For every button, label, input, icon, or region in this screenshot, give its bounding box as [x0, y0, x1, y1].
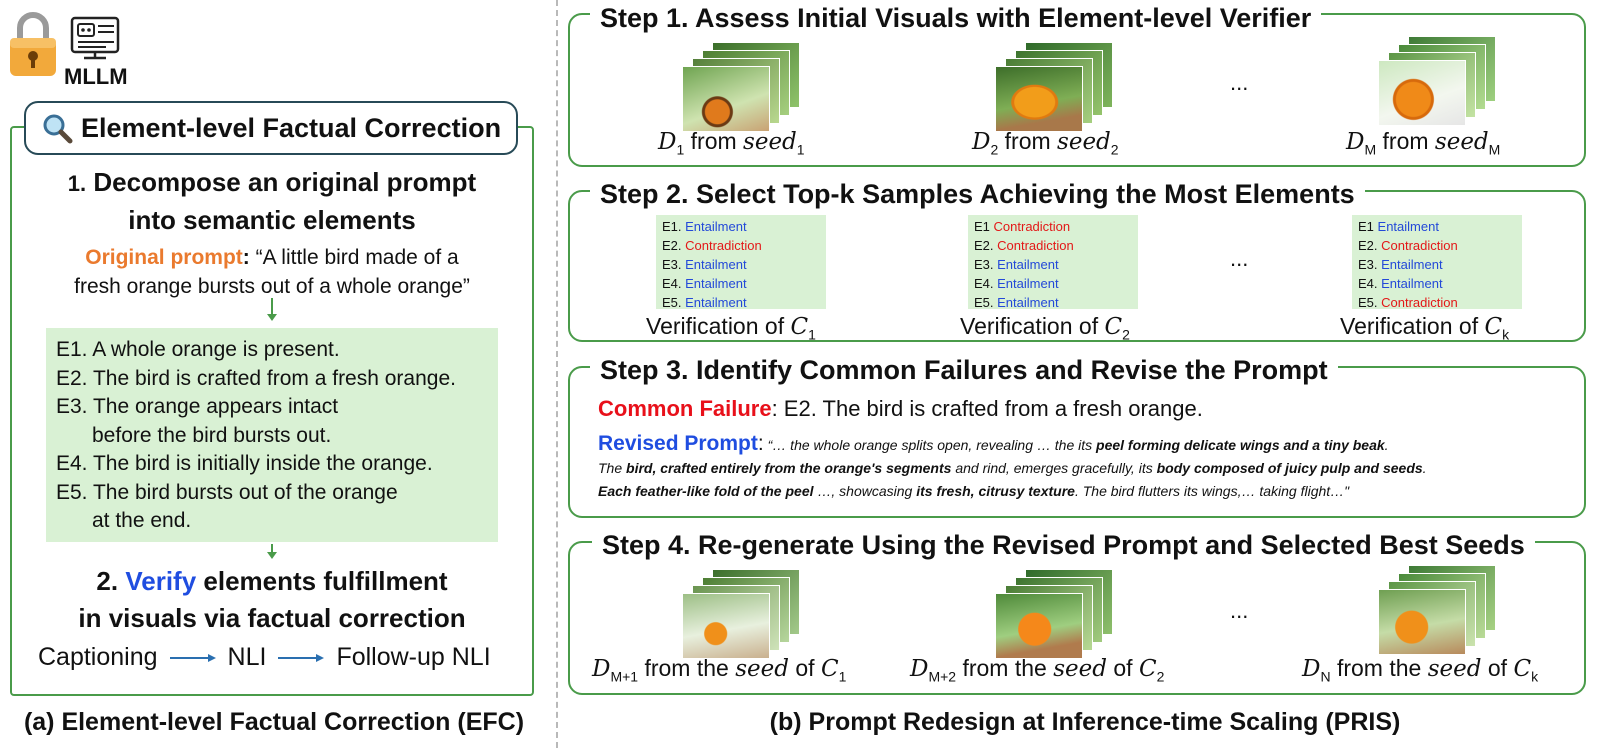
step4-ellipsis: ... [1230, 598, 1249, 623]
arrow-head-1 [267, 314, 277, 321]
verif-row: E1 Entailment [1358, 219, 1439, 234]
verification-caption-c2: Verification of C2 [960, 313, 1130, 343]
robot-computer-icon [70, 14, 122, 60]
pipeline-nli: NLI [227, 643, 267, 671]
verif-row: E4. Entailment [974, 276, 1059, 291]
step1-title-line2: into semantic elements [128, 205, 416, 235]
verif-row: E2. Contradiction [1358, 238, 1458, 253]
verif-row: E1. Entailment [662, 219, 747, 234]
common-failure: Common Failure: E2. The bird is crafted … [598, 396, 1203, 422]
original-prompt: Original prompt: “A little bird made of … [74, 246, 470, 298]
caption-dm2: DM+2 from the seed of C2 [910, 655, 1165, 685]
caption-dm: DM from seedM [1346, 128, 1501, 158]
element-item: E1. A whole orange is present. [56, 338, 340, 361]
caption-dn: DN from the seed of Ck [1302, 655, 1539, 685]
verif-row: E4. Entailment [662, 276, 747, 291]
original-prompt-line1: “A little bird made of a [255, 246, 459, 269]
element-item: at the end. [92, 509, 192, 532]
verify-word: Verify [125, 566, 197, 596]
step1-heading: 1. Decompose an original prompt into sem… [14, 164, 530, 239]
magnifier-icon [41, 112, 73, 144]
revised-prompt: Revised Prompt: “… the whole orange spli… [598, 432, 1427, 499]
verif-row: E5. Entailment [974, 295, 1059, 310]
arrow-head-2 [267, 552, 277, 559]
verification-box-c1: E1. Entailment E2. Contradiction E3. Ent… [656, 215, 826, 310]
verif-row: E5. Contradiction [1358, 295, 1458, 310]
element-item: before the bird bursts out. [92, 423, 332, 447]
verif-row: E1 Contradiction [974, 219, 1071, 234]
caption-d2: D2 from seed2 [972, 128, 1119, 158]
panel-divider [556, 0, 558, 748]
verif-row: E3. Entailment [1358, 257, 1443, 272]
step1-ellipsis: ... [1230, 70, 1249, 95]
step2-ellipsis: ... [1230, 246, 1249, 271]
verification-caption-ck: Verification of Ck [1340, 313, 1510, 343]
arrow-right-icon [169, 653, 216, 662]
arrow-line-1 [271, 298, 273, 316]
step4-title: Step 4. Re-generate Using the Revised Pr… [592, 530, 1535, 561]
verif-row: E2. Contradiction [662, 238, 762, 253]
arrow-line-2 [271, 544, 273, 554]
caption-dm1: DM+1 from the seed of C1 [592, 655, 847, 685]
verif-row: E4. Entailment [1358, 276, 1443, 291]
step2-line2: in visuals via factual correction [78, 603, 466, 633]
verif-row: E2. Contradiction [974, 238, 1074, 253]
common-failure-text: : E2. The bird is crafted from a fresh o… [771, 396, 1203, 421]
mllm-label: MLLM [64, 64, 128, 89]
step1-num: 1. [67, 171, 87, 196]
step3-title: Step 3. Identify Common Failures and Rev… [590, 355, 1338, 386]
pipeline-followup-nli: Follow-up NLI [336, 643, 491, 671]
efc-title: Element-level Factual Correction [80, 112, 502, 143]
caption-efc: (a) Element-level Factual Correction (EF… [23, 708, 525, 736]
step2-num: 2. [96, 566, 119, 596]
caption-pris: (b) Prompt Redesign at Inference-time Sc… [769, 708, 1401, 736]
step2-title: Step 2. Select Top-k Samples Achieving t… [590, 179, 1365, 210]
step1-title: Step 1. Assess Initial Visuals with Elem… [590, 3, 1322, 34]
step2-rest-line1: elements fulfillment [203, 566, 448, 596]
element-item: E3. The orange appears intact [56, 395, 339, 418]
step2-heading: 2. Verify elements fulfillment in visual… [14, 563, 530, 637]
revised-prompt-label: Revised Prompt [598, 432, 758, 455]
verification-box-c2: E1 Contradiction E2. Contradiction E3. E… [968, 215, 1138, 310]
arrow-right-icon [278, 653, 325, 662]
element-item: E2. The bird is crafted from a fresh ora… [56, 366, 456, 390]
elements-list: E1. A whole orange is present. E2. The b… [46, 328, 498, 542]
caption-d1: D1 from seed1 [658, 128, 805, 158]
pipeline: Captioning NLI Follow-up NLI [38, 643, 491, 672]
verification-caption-c1: Verification of C1 [646, 313, 816, 343]
common-failure-label: Common Failure [598, 396, 772, 421]
element-item: E4. The bird is initially inside the ora… [56, 452, 433, 475]
verif-row: E3. Entailment [662, 257, 747, 272]
lock-icon [8, 8, 58, 78]
verif-row: E3. Entailment [974, 257, 1059, 272]
verification-box-ck: E1 Entailment E2. Contradiction E3. Enta… [1352, 215, 1522, 310]
step1-title-line1: Decompose an original prompt [93, 167, 477, 197]
original-prompt-line2: fresh orange bursts out of a whole orang… [74, 275, 470, 298]
verif-row: E5. Entailment [662, 295, 747, 310]
element-item: E5. The bird bursts out of the orange [56, 480, 398, 504]
efc-title-box: Element-level Factual Correction [24, 101, 518, 155]
original-prompt-label: Original prompt [85, 246, 243, 269]
pipeline-captioning: Captioning [38, 643, 158, 671]
